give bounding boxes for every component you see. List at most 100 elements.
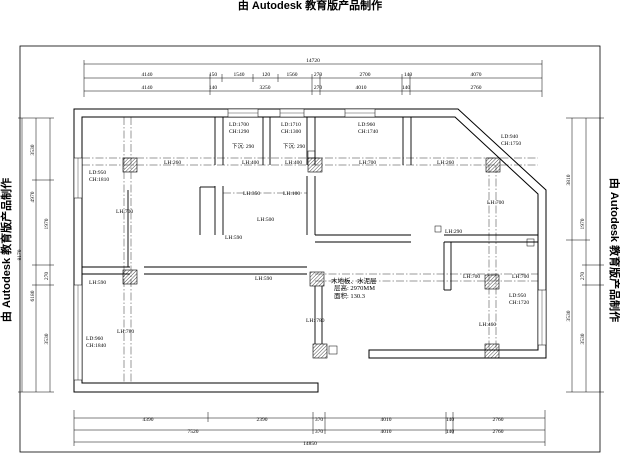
svg-text:2700: 2700 [360,72,371,78]
column-5 [309,271,325,287]
svg-text:1970: 1970 [44,218,50,229]
svg-text:1970: 1970 [580,218,586,229]
svg-text:LD:960: LD:960 [358,122,375,128]
watermark-top: 由 Autodesk 教育版产品制作 [238,0,382,12]
svg-text:370: 370 [315,417,324,423]
svg-text:270: 270 [314,72,323,78]
svg-text:2760: 2760 [493,417,504,423]
duct-3 [434,225,442,233]
dim-left-outer: 8170 [17,249,23,260]
note-line-3: 面积: 130.3 [334,291,365,300]
beam-lines [82,117,538,383]
window-glazing [77,112,543,380]
svg-text:LH:700: LH:700 [359,160,376,166]
dim-left-b: 1970 270 3530 [44,218,50,344]
svg-text:2390: 2390 [257,417,268,423]
svg-text:LD:940: LD:940 [501,134,518,140]
svg-text:270: 270 [580,272,586,281]
svg-text:2760: 2760 [493,429,504,435]
duct-2 [526,238,535,247]
duct-1 [307,150,316,159]
column-4 [122,269,138,285]
svg-text:LD:960: LD:960 [86,336,103,342]
notes-block: 木地板、水泥层 层高: 2970MM 面积: 130.3 [331,276,377,300]
svg-text:140: 140 [446,417,455,423]
svg-text:140: 140 [402,85,411,91]
svg-text:LH:590: LH:590 [255,276,272,282]
column-6 [484,274,500,290]
svg-text:370: 370 [315,429,324,435]
dim-bottom-row2: 7520 370 4010 140 2760 [188,429,504,435]
svg-text:LH:700: LH:700 [116,209,133,215]
svg-text:140: 140 [209,85,218,91]
outer-walls [73,108,547,393]
note-line-2: 层高: 2970MM [334,283,375,292]
svg-text:4010: 4010 [381,429,392,435]
column-2 [307,157,323,173]
small-details [307,150,535,355]
svg-text:CH:1810: CH:1810 [89,177,109,183]
top-dimensions [83,60,543,97]
svg-text:3530: 3530 [44,333,50,344]
svg-text:LH:290: LH:290 [445,229,462,235]
svg-text:LH:700: LH:700 [512,274,529,280]
svg-text:CH:1740: CH:1740 [358,129,378,135]
dim-left-a: 3530 4970 6180 [30,144,36,301]
watermark-right: 由 Autodesk 教育版产品制作 [608,178,620,322]
dim-top-row1: 4140 150 1540 120 1560 270 2700 140 4070 [142,72,482,78]
svg-text:2760: 2760 [471,85,482,91]
svg-text:4140: 4140 [142,72,153,78]
svg-text:6180: 6180 [30,290,36,301]
svg-text:CH:1300: CH:1300 [281,129,301,135]
drop-label-2: 下沉: 290 [283,142,305,150]
svg-text:LH:780: LH:780 [117,329,134,335]
svg-text:3810: 3810 [566,174,572,185]
svg-text:LH:260: LH:260 [164,160,181,166]
svg-text:3530: 3530 [580,333,586,344]
window-labels: LD:1700 CH:1290 LD:1710 CH:1300 LD:960 C… [86,122,529,349]
dim-top-row2: 4140 140 3250 270 4010 140 2760 [142,85,482,91]
svg-text:LH:590: LH:590 [89,280,106,286]
bottom-dimensions [73,410,546,446]
svg-text:4140: 4140 [142,85,153,91]
svg-text:4010: 4010 [356,85,367,91]
drop-label-1: 下沉: 290 [232,142,254,150]
svg-text:270: 270 [314,85,323,91]
column-3 [485,157,501,173]
svg-text:CH:1840: CH:1840 [86,343,106,349]
right-dimensions [566,117,604,393]
duct-4 [328,345,338,355]
interior-walls [82,117,538,344]
beam-label-vertical: LH: 780 [306,318,325,324]
svg-text:LH:100: LH:100 [283,191,300,197]
svg-text:LH:700: LH:700 [463,274,480,280]
svg-text:LD:950: LD:950 [89,170,106,176]
window-openings [73,108,547,381]
column-1 [122,157,138,173]
svg-text:3250: 3250 [260,85,271,91]
svg-text:CH:1750: CH:1750 [501,141,521,147]
svg-text:LH:400: LH:400 [285,160,302,166]
svg-text:1560: 1560 [287,72,298,78]
dim-bottom-row1: 4390 2390 370 4010 140 2760 [143,417,504,423]
svg-text:LD:1710: LD:1710 [281,122,301,128]
svg-text:3530: 3530 [30,144,36,155]
svg-text:4010: 4010 [381,417,392,423]
svg-text:CH:1720: CH:1720 [509,300,529,306]
column-7 [312,343,328,359]
svg-text:270: 270 [44,272,50,281]
svg-text:1540: 1540 [234,72,245,78]
svg-text:120: 120 [262,72,271,78]
beam-labels: LH:260 LH:400 LH:400 LH:700 LH:260 LH:35… [89,160,529,335]
svg-text:140: 140 [446,429,455,435]
column-8 [484,343,500,359]
dim-right-b: 1970 270 3530 [580,218,586,344]
svg-text:140: 140 [404,72,413,78]
svg-text:LH:500: LH:500 [257,217,274,223]
svg-text:CH:1290: CH:1290 [229,129,249,135]
svg-text:LH:400: LH:400 [242,160,259,166]
dim-top-total: 14720 [306,58,320,64]
drawing-frame [19,45,601,453]
